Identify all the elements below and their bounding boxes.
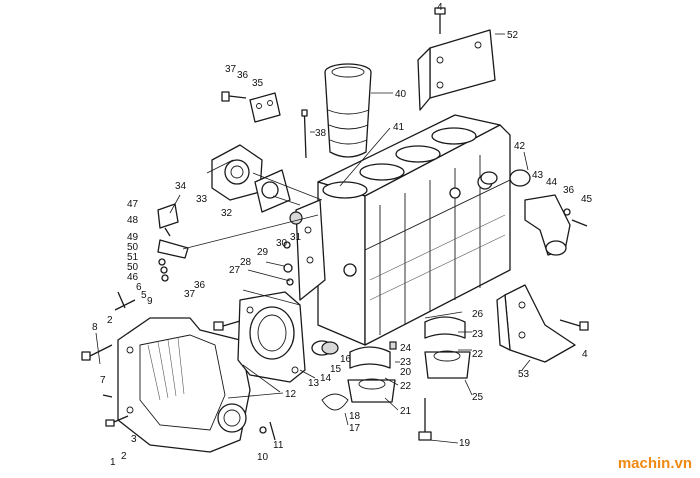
label-13: 13 <box>308 378 320 389</box>
label-17: 17 <box>349 423 361 434</box>
cover-plate <box>221 91 281 123</box>
label-44: 44 <box>546 177 558 188</box>
label-50: 50 <box>127 242 139 253</box>
label-37-mid: 37 <box>184 289 196 300</box>
label-6: 6 <box>136 282 142 293</box>
engine-block <box>317 114 511 346</box>
label-26: 26 <box>472 309 484 320</box>
label-15: 15 <box>330 364 342 375</box>
flywheel-housing <box>117 317 251 453</box>
label-24: 24 <box>400 343 412 354</box>
label-38: 38 <box>315 128 327 139</box>
label-40: 40 <box>395 89 407 100</box>
label-37: 37 <box>225 64 237 75</box>
label-19: 19 <box>459 438 471 449</box>
side-housing <box>211 144 291 213</box>
label-35: 35 <box>252 78 264 89</box>
label-32: 32 <box>221 208 233 219</box>
rear-seal-housing <box>237 291 306 383</box>
water-outlet-elbow <box>509 169 588 256</box>
label-22b: 22 <box>472 349 484 360</box>
part-labels: 4 52 37 36 35 40 38 41 42 43 44 36 45 34… <box>92 2 593 468</box>
label-23: 23 <box>472 329 484 340</box>
label-53: 53 <box>518 369 530 380</box>
label-4-right: 4 <box>582 349 588 360</box>
label-10: 10 <box>257 452 269 463</box>
label-20: 20 <box>400 367 412 378</box>
label-50b: 50 <box>127 262 139 273</box>
cap-bolt <box>418 398 432 441</box>
label-21: 21 <box>400 406 412 417</box>
label-22: 22 <box>400 381 412 392</box>
label-7: 7 <box>100 375 106 386</box>
label-9: 9 <box>147 296 153 307</box>
engine-mount-bracket <box>496 284 589 363</box>
label-25: 25 <box>472 392 484 403</box>
front-end-plate <box>295 199 326 301</box>
label-2-top: 2 <box>107 315 113 326</box>
label-52: 52 <box>507 30 519 41</box>
label-16: 16 <box>340 354 352 365</box>
label-23b: 23 <box>400 357 412 368</box>
mounting-bracket-rear <box>417 7 496 111</box>
label-42: 42 <box>514 141 526 152</box>
label-36-right: 36 <box>563 185 575 196</box>
label-4-top: 4 <box>437 2 443 13</box>
label-30: 30 <box>276 238 288 249</box>
label-51: 51 <box>127 252 139 263</box>
label-47: 47 <box>127 199 139 210</box>
label-14: 14 <box>320 373 332 384</box>
label-45: 45 <box>581 194 593 205</box>
label-8: 8 <box>92 322 98 333</box>
watermark: machin.vn <box>617 455 692 472</box>
main-bearing-caps <box>311 316 471 411</box>
label-18: 18 <box>349 411 361 422</box>
leader-lines <box>95 33 531 444</box>
long-bolt <box>301 109 308 159</box>
label-28: 28 <box>240 257 252 268</box>
label-49: 49 <box>127 232 139 243</box>
label-36: 36 <box>237 70 249 81</box>
label-33: 33 <box>196 194 208 205</box>
label-48: 48 <box>127 215 139 226</box>
label-34: 34 <box>175 181 187 192</box>
label-29: 29 <box>257 247 269 258</box>
label-36-mid: 36 <box>194 280 206 291</box>
front-fasteners <box>81 291 276 441</box>
label-31: 31 <box>290 232 302 243</box>
label-46: 46 <box>127 272 139 283</box>
label-27: 27 <box>229 265 241 276</box>
label-43: 43 <box>532 170 544 181</box>
label-12: 12 <box>285 389 297 400</box>
label-5: 5 <box>141 290 147 301</box>
label-2-bottom: 2 <box>121 451 127 462</box>
drive-shaft-assembly <box>157 203 189 282</box>
cylinder-liner <box>324 63 372 158</box>
label-11: 11 <box>273 440 284 451</box>
label-3: 3 <box>131 434 137 445</box>
label-1: 1 <box>110 457 116 468</box>
label-41: 41 <box>393 122 405 133</box>
